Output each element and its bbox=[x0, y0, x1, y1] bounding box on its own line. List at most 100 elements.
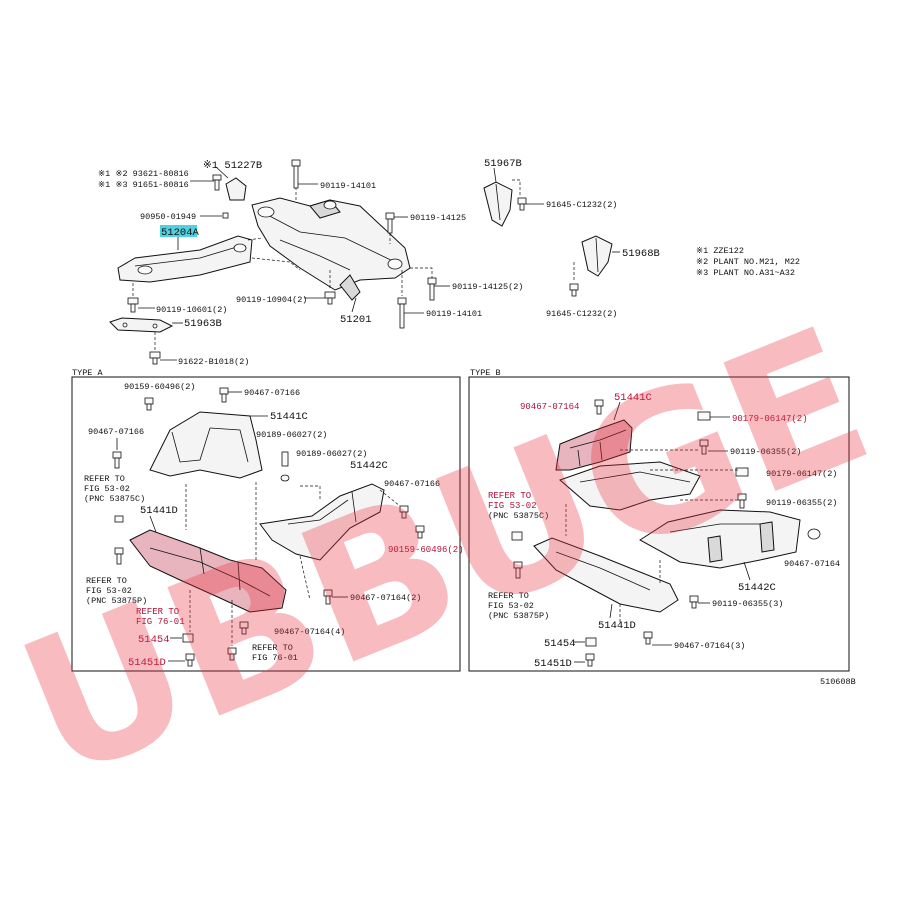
leader bbox=[189, 590, 233, 646]
type-b-title: TYPE B bbox=[470, 368, 501, 378]
label-51201: 51201 bbox=[340, 314, 372, 326]
label-90950: 90950-01949 bbox=[140, 212, 196, 222]
bolt-icon bbox=[185, 653, 195, 667]
bolt-icon bbox=[114, 547, 124, 565]
plate-51963b-icon bbox=[109, 317, 174, 333]
bolt-icon bbox=[737, 493, 747, 509]
bracket-51967b-icon bbox=[483, 181, 513, 227]
label-b-51441d: 51441D bbox=[598, 620, 636, 632]
brace-51204a-icon bbox=[117, 235, 253, 283]
clip-icon bbox=[511, 531, 523, 541]
label-b-51441c: 51441C bbox=[614, 392, 652, 404]
label-b-90119-c: 90119-06355(3) bbox=[712, 599, 783, 609]
label-51968b: 51968B bbox=[622, 248, 660, 260]
refer-a-4-line2: FIG 76-01 bbox=[252, 653, 298, 663]
clip-icon bbox=[182, 633, 194, 643]
top-section: ※1 ※2 93621-80816 ※1 ※3 91651-80816 ※1 5… bbox=[98, 158, 800, 367]
note-left-2: ※1 ※3 91651-80816 bbox=[98, 180, 189, 190]
label-a-90159-b: 90159-60496(2) bbox=[388, 545, 464, 555]
label-a-90189-a: 90189-06027(2) bbox=[256, 430, 327, 440]
refer-b-2-line2: FIG 53-02 bbox=[488, 601, 534, 611]
label-51967b: 51967B bbox=[484, 158, 522, 170]
cover-b-main-icon bbox=[559, 461, 701, 511]
leader bbox=[247, 237, 301, 271]
bolt-icon bbox=[807, 528, 821, 540]
bolt-icon bbox=[112, 451, 122, 469]
label-b-90467-07164-3: 90467-07164(3) bbox=[674, 641, 745, 651]
bolt-icon bbox=[689, 595, 699, 609]
label-51227b: ※1 51227B bbox=[203, 160, 262, 172]
label-91622: 91622-B1018(2) bbox=[178, 357, 249, 367]
legend-2: ※2 PLANT NO.M21, M22 bbox=[696, 257, 800, 267]
label-91645-a: 91645-C1232(2) bbox=[546, 200, 617, 210]
bolt-icon bbox=[513, 561, 523, 579]
leader bbox=[149, 515, 157, 533]
bolt-icon bbox=[212, 174, 222, 191]
label-51963b: 51963B bbox=[184, 318, 222, 330]
refer-b-1-line3: (PNC 53875C) bbox=[488, 511, 549, 521]
label-b-51451d: 51451D bbox=[534, 658, 572, 670]
label-a-90467-a: 90467-07166 bbox=[244, 388, 300, 398]
label-b-90467-07164-r: 90467-07164 bbox=[784, 559, 840, 569]
bolt-icon bbox=[149, 351, 161, 365]
leader bbox=[743, 561, 751, 581]
label-a-51451d: 51451D bbox=[128, 657, 166, 669]
bolt-icon bbox=[324, 291, 336, 305]
label-51204a: 51204A bbox=[161, 227, 200, 239]
label-a-51441d: 51441D bbox=[140, 505, 178, 517]
bolt-icon bbox=[227, 647, 237, 661]
refer-a-1-line1: REFER TO bbox=[84, 474, 125, 484]
leader bbox=[565, 504, 661, 624]
clip-icon bbox=[222, 212, 229, 219]
refer-b-1-line1: REFER TO bbox=[488, 491, 531, 501]
bolt-icon bbox=[643, 631, 653, 645]
legend-3: ※3 PLANT NO.A31~A32 bbox=[696, 268, 795, 278]
bolt-icon bbox=[585, 653, 595, 667]
label-a-90467-07164-4: 90467-07164(4) bbox=[274, 627, 345, 637]
highlight-51204a bbox=[160, 225, 197, 237]
label-91645-b: 91645-C1232(2) bbox=[546, 309, 617, 319]
label-a-90467-c: 90467-07166 bbox=[384, 479, 440, 489]
cover-51441d-icon bbox=[129, 529, 287, 613]
bolt-icon bbox=[291, 159, 301, 189]
legend-1: ※1 ZZE122 bbox=[696, 246, 744, 256]
bracket-icon bbox=[225, 177, 247, 201]
label-90119-14125-2: 90119-14125(2) bbox=[452, 282, 523, 292]
leader bbox=[351, 297, 357, 313]
bolt-icon bbox=[114, 515, 124, 523]
label-a-90467-07164-2: 90467-07164(2) bbox=[350, 593, 421, 603]
type-a-section: TYPE A 90159-60496(2) 90467-07166 51441C… bbox=[71, 368, 464, 672]
type-b-frame bbox=[468, 376, 850, 672]
clip-icon bbox=[697, 411, 711, 421]
leader bbox=[620, 449, 740, 501]
label-a-51441c: 51441C bbox=[270, 411, 308, 423]
bolt-icon bbox=[219, 387, 229, 403]
clip-icon bbox=[280, 451, 290, 482]
bolt-icon bbox=[415, 525, 425, 539]
leader bbox=[493, 167, 497, 183]
cover-51441c-icon bbox=[149, 411, 263, 479]
label-b-51454: 51454 bbox=[544, 638, 576, 650]
label-b-90179-a: 90179-06147(2) bbox=[732, 414, 808, 424]
refer-a-2-line1: REFER TO bbox=[86, 576, 127, 586]
label-b-90119-a: 90119-06355(2) bbox=[730, 447, 801, 457]
bolt-icon bbox=[323, 589, 333, 605]
leader bbox=[215, 166, 229, 179]
leader bbox=[613, 401, 621, 421]
bracket-51968b-icon bbox=[581, 235, 613, 277]
refer-a-3-line2: FIG 76-01 bbox=[136, 617, 185, 627]
leader bbox=[300, 485, 401, 507]
type-b-section: TYPE B 90467-07164 51441C 90179-06147(2)… bbox=[468, 368, 850, 672]
label-90119-14101-bot: 90119-14101 bbox=[426, 309, 482, 319]
label-a-90159-a: 90159-60496(2) bbox=[124, 382, 195, 392]
bolt-icon bbox=[144, 397, 154, 411]
cover-b-51442c-icon bbox=[639, 509, 801, 569]
label-90119-10601: 90119-10601(2) bbox=[156, 305, 227, 315]
label-a-51442c: 51442C bbox=[350, 460, 388, 472]
label-a-51454: 51454 bbox=[138, 634, 170, 646]
label-90119-14125: 90119-14125 bbox=[410, 213, 466, 223]
bolt-icon bbox=[397, 297, 407, 329]
clip-icon bbox=[735, 467, 749, 477]
refer-b-2-line3: (PNC 53875P) bbox=[488, 611, 549, 621]
label-90119-14101-top: 90119-14101 bbox=[320, 181, 376, 191]
